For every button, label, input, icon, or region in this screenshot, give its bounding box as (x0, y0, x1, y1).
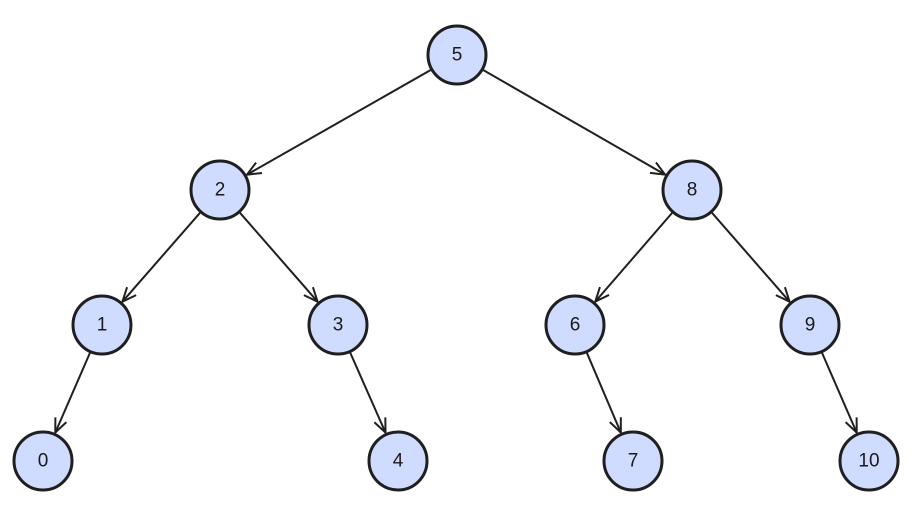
tree-node-8: 8 (661, 159, 723, 221)
tree-node-2: 2 (189, 159, 251, 221)
node-circle (71, 294, 133, 356)
tree-node-7: 7 (602, 430, 664, 492)
node-label: 5 (452, 45, 463, 66)
node-label: 1 (97, 315, 108, 336)
node-label: 3 (333, 315, 344, 336)
tree-node-10: 10 (838, 430, 900, 492)
node-circle (307, 294, 369, 356)
tree-node-4: 4 (367, 430, 429, 492)
tree-node-5: 5 (426, 24, 488, 86)
node-circle (367, 430, 429, 492)
edge-n1-to-n0 (55, 351, 92, 433)
edge-n8-to-n6 (595, 211, 674, 302)
node-circle (661, 159, 723, 221)
node-circle (12, 430, 74, 492)
node-label: 4 (393, 451, 404, 472)
node-circle (602, 430, 664, 492)
edges-layer (55, 68, 857, 433)
node-circle (189, 159, 251, 221)
tree-node-1: 1 (71, 294, 133, 356)
node-circle (779, 294, 841, 356)
tree-node-6: 6 (544, 294, 606, 356)
edge-n3-to-n4 (348, 351, 386, 433)
edge-n6-to-n7 (585, 351, 620, 433)
tree-node-3: 3 (307, 294, 369, 356)
nodes-layer: 5 2 8 1 3 6 9 0 4 7 10 (12, 24, 900, 492)
tree-node-0: 0 (12, 430, 74, 492)
edge-n9-to-n10 (820, 351, 857, 433)
node-circle (426, 24, 488, 86)
node-label: 10 (858, 451, 879, 472)
node-circle (838, 430, 900, 492)
node-label: 0 (38, 451, 49, 472)
edge-n2-to-n3 (238, 211, 318, 302)
node-label: 8 (687, 180, 698, 201)
tree-node-9: 9 (779, 294, 841, 356)
node-label: 9 (805, 315, 816, 336)
edge-n5-to-n8 (481, 68, 665, 174)
edge-n2-to-n1 (122, 211, 202, 302)
node-label: 2 (215, 180, 226, 201)
edge-n8-to-n9 (710, 211, 790, 302)
node-label: 7 (628, 451, 639, 472)
edge-n5-to-n2 (247, 68, 433, 174)
node-circle (544, 294, 606, 356)
node-label: 6 (570, 315, 581, 336)
